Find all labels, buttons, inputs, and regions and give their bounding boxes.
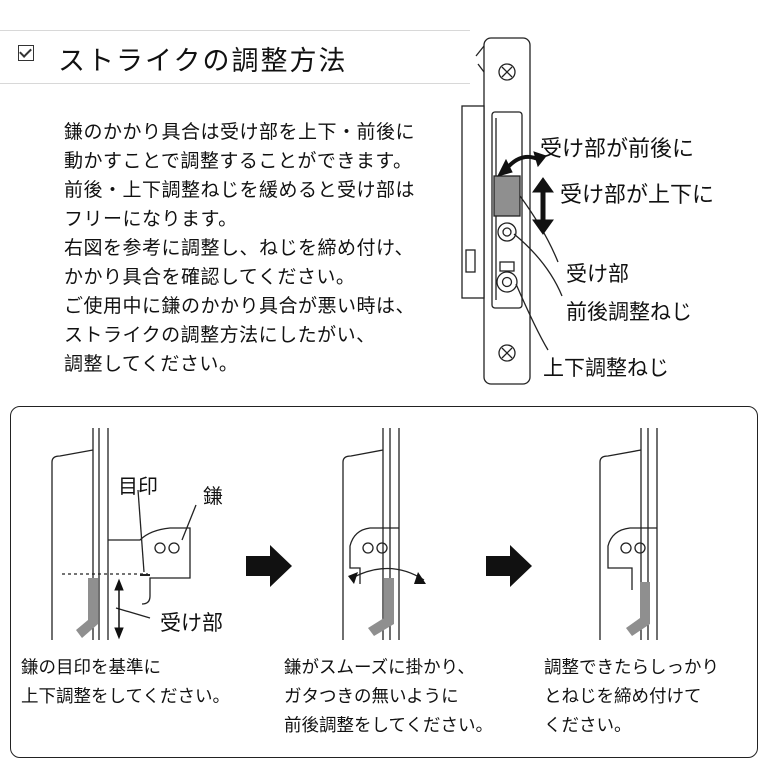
label-up-down-screw: 上下調整ねじ [543,356,669,380]
strike-plate-diagram [461,37,563,385]
intro-line: 前後・上下調整ねじを緩めると受け部は [64,179,416,201]
caption-line: 鎌がスムーズに掛かり、 [284,658,475,678]
intro-line: 調整してください。 [64,353,239,375]
label-front-back: 受け部が前後に [540,137,695,162]
checkbox-icon [18,45,34,61]
next-arrow-icon [246,545,292,587]
receiver-label: 受け部 [160,611,223,635]
intro-line: ご使用中に鎌のかかり具合が悪い時は、 [64,295,416,317]
front-back-screw-icon [497,222,517,242]
caption-line: ください。 [544,716,632,736]
up-down-screw-icon [496,271,518,293]
caption-line: 前後調整をしてください。 [284,716,493,736]
receiver-block [493,175,521,217]
label-up-down: 受け部が上下に [560,183,715,208]
caption-line: 上下調整をしてください。 [21,687,230,707]
mark-label: 目印 [118,474,158,498]
step2-illustration [342,428,425,640]
label-front-back-screw: 前後調整ねじ [566,300,692,324]
step3-receiver [626,582,650,636]
caption-line: 調整できたらしっかり [544,658,719,678]
intro-line: 鎌のかかり具合は受け部を上下・前後に [64,121,416,143]
intro-text: 鎌のかかり具合は受け部を上下・前後に 動かすことで調整することができます。 前後… [64,118,415,379]
intro-line: かかり具合を確認してください。 [64,266,356,288]
caption-line: 鎌の目印を基準に [21,658,161,678]
caption-line: ガタつきの無いように [284,687,459,707]
label-receiver: 受け部 [566,262,629,286]
step3-caption: 調整できたらしっかり とねじを締め付けて ください。 [544,654,719,741]
next-arrow-icon [486,545,532,587]
title-bar: ストライクの調整方法 [0,30,470,84]
caption-line: とねじを締め付けて [544,687,702,707]
page-title: ストライクの調整方法 [58,46,348,77]
step1-receiver [76,578,98,638]
intro-line: 動かすことで調整することができます。 [64,150,413,172]
intro-line: 右図を参考に調整し、ねじを締め付け、 [64,237,415,259]
step2-receiver [368,578,394,636]
hook-label: 鎌 [203,484,223,508]
intro-line: ストライクの調整方法にしたがい、 [64,324,376,346]
step2-caption: 鎌がスムーズに掛かり、 ガタつきの無いように 前後調整をしてください。 [284,654,493,741]
step1-caption: 鎌の目印を基準に 上下調整をしてください。 [21,654,230,712]
intro-line: フリーになります。 [64,208,238,230]
steps-panel [10,406,758,758]
